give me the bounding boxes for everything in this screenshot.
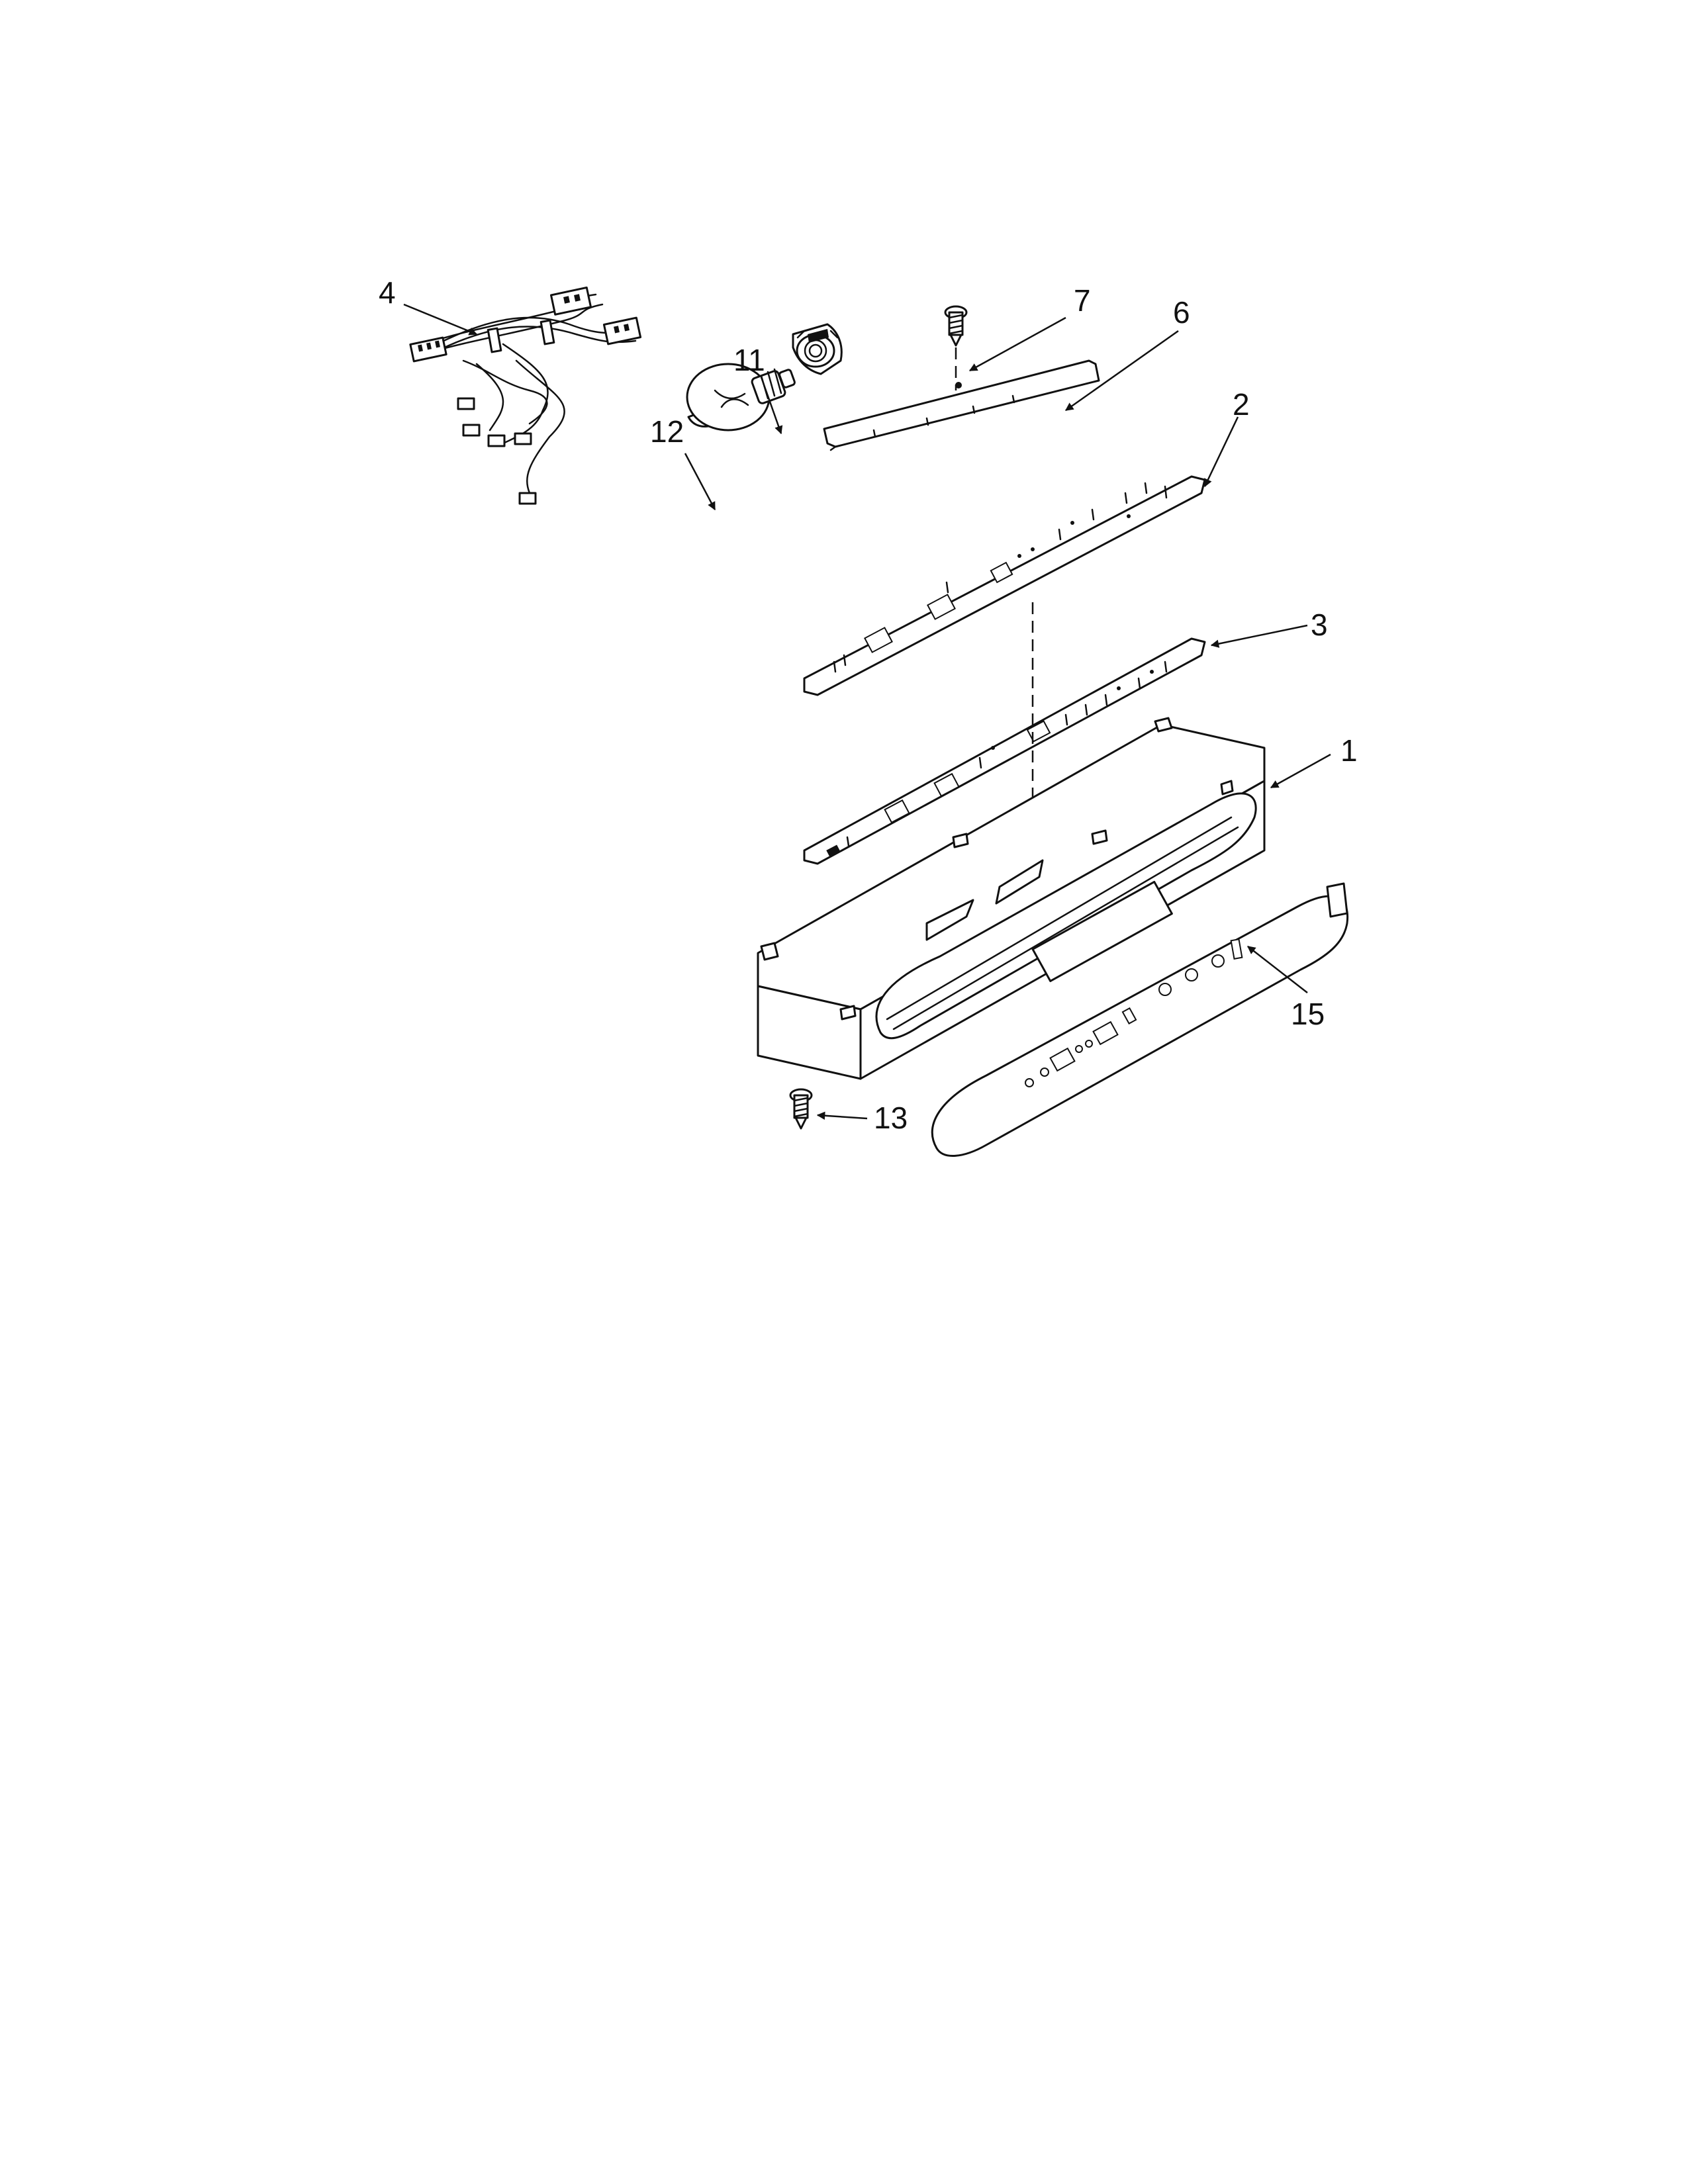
callout-13: 13 <box>874 1101 908 1135</box>
terminal-3 <box>487 434 506 447</box>
leader-12 <box>684 453 716 511</box>
screw-bottom <box>789 1088 813 1130</box>
lamp-socket <box>792 323 843 375</box>
terminal-1 <box>457 397 475 410</box>
callout-3: 3 <box>1311 608 1328 642</box>
control-housing <box>757 717 1266 1080</box>
control-board-lower <box>803 637 1206 865</box>
leader-13 <box>816 1111 868 1120</box>
harness-connector-top <box>549 287 592 316</box>
callout-4: 4 <box>379 275 396 310</box>
callout-6: 6 <box>1173 295 1190 330</box>
harness-connector-left <box>409 336 447 363</box>
leader-2 <box>1203 416 1239 488</box>
control-bezel <box>931 882 1349 1157</box>
callout-7: 7 <box>1074 283 1091 318</box>
terminal-5 <box>518 492 537 505</box>
leader-4 <box>403 303 478 336</box>
callout-12: 12 <box>650 414 684 449</box>
leader-15 <box>1247 946 1308 993</box>
callout-1: 1 <box>1340 733 1358 768</box>
screw-top <box>944 305 968 347</box>
cover-plate <box>823 359 1100 451</box>
leader-7 <box>968 316 1066 372</box>
callout-15: 15 <box>1291 997 1325 1031</box>
leader-6 <box>1064 330 1179 412</box>
terminal-2 <box>462 424 481 437</box>
callout-11: 11 <box>733 343 765 377</box>
control-board-upper <box>803 475 1206 696</box>
wire-harness <box>409 287 642 505</box>
light-bulb <box>686 363 796 432</box>
terminal-4 <box>514 432 532 445</box>
callout-2: 2 <box>1233 387 1250 422</box>
leader-3 <box>1210 624 1308 648</box>
leader-1 <box>1270 753 1331 789</box>
leader-11 <box>760 377 783 435</box>
harness-connector-right <box>602 316 642 345</box>
